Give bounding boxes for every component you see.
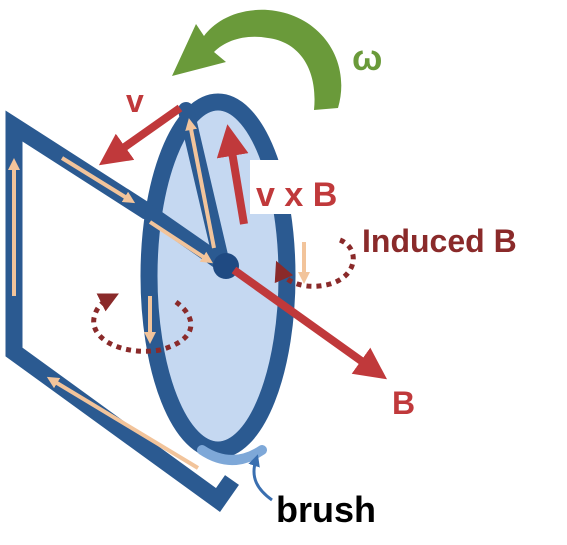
v-cross-b-label: v x B	[256, 176, 337, 214]
omega-label: ω	[352, 37, 382, 78]
circuit-current-arrows	[8, 156, 200, 470]
v-cross-b-arrow	[216, 124, 249, 225]
current-arrow-wire	[148, 220, 214, 264]
velocity-label: v	[126, 83, 144, 119]
omega-rotation-arrow	[172, 9, 342, 111]
brush-label: brush	[276, 489, 376, 530]
induced-loop-left	[91, 293, 194, 354]
brush	[197, 445, 273, 502]
magnetic-field-arrow	[231, 266, 388, 380]
induced-b-label: Induced B	[362, 223, 517, 259]
current-arrow-bottom	[46, 376, 200, 470]
magnetic-field-label: B	[392, 385, 415, 421]
brush-pointer-arrow	[248, 454, 273, 502]
brush-contact-pad	[197, 445, 267, 465]
current-arrow-top	[60, 156, 136, 204]
rotating-disk	[140, 93, 296, 459]
induced-field-loops	[91, 237, 356, 354]
external-circuit	[5, 110, 239, 512]
velocity-arrow	[98, 104, 183, 166]
v-cross-b-label-bg	[250, 160, 354, 214]
disk-current-arrows	[144, 118, 310, 344]
induced-loop-right	[274, 237, 356, 289]
current-arrow-radius	[185, 118, 216, 249]
